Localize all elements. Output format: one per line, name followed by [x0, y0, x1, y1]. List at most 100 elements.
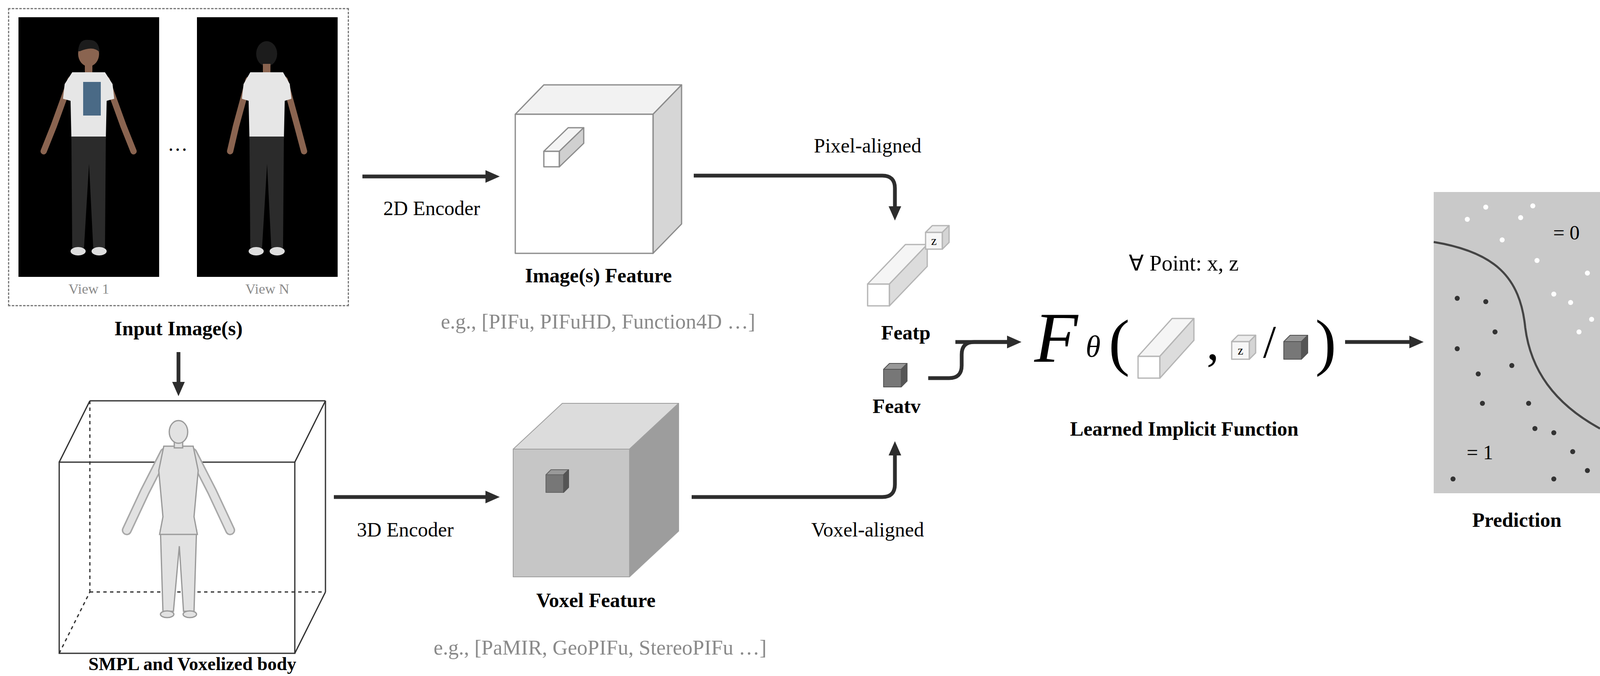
feature-vector-icon [867, 225, 950, 306]
feature-node: Featv [869, 359, 925, 418]
ellipsis: … [167, 133, 188, 155]
smpl-body [192, 452, 231, 530]
function-title: Learned Implicit Function [1070, 418, 1299, 439]
prediction-plot [1450, 295, 1590, 482]
voxel-grid-cube [59, 400, 326, 654]
view-photo [78, 39, 100, 53]
prediction-plot [1551, 291, 1557, 297]
prediction-plot [1551, 476, 1557, 482]
feature-name: Featv [872, 396, 921, 417]
prediction-plot [1483, 299, 1489, 305]
paren: ) [1315, 310, 1337, 374]
prediction-plot [1534, 257, 1540, 263]
example-methods: e.g., [PaMIR, GeoPIFu, StereoPIFu …] [433, 636, 767, 658]
prediction-plot [1568, 299, 1574, 305]
function-symbol: F [1034, 301, 1079, 374]
prediction-plot [1454, 295, 1460, 301]
edge-label: 3D Encoder [356, 519, 454, 540]
edge-label: Voxel-aligned [811, 519, 924, 540]
voxel-vector-icon [883, 369, 902, 387]
view-image: View 1 [18, 17, 160, 277]
slash: / [1263, 318, 1277, 365]
arrow-connector [928, 341, 1008, 378]
parameter-symbol: θ [1085, 331, 1101, 362]
view-photo [62, 72, 115, 139]
arrow-connector [693, 175, 895, 207]
panel-title: Input Image(s) [114, 318, 243, 339]
formula-icons [1283, 335, 1308, 360]
formula-icons [1283, 341, 1302, 360]
feature-cube-drawing [513, 403, 679, 577]
feature-cube-drawing [653, 84, 682, 254]
voxel-grid-cube [59, 591, 90, 654]
feature-cube-drawing [515, 84, 682, 254]
prediction-panel: = 0= 1Prediction [1433, 191, 1600, 494]
smpl-body [183, 610, 197, 618]
prediction-plot [1589, 316, 1595, 322]
voxel-grid-cube [59, 400, 90, 462]
voxel-grid-cube [325, 400, 327, 592]
voxel-grid-cube [89, 400, 326, 402]
smpl-body [192, 452, 231, 530]
prediction-plot [1499, 237, 1505, 243]
voxel-grid-cube [89, 400, 91, 592]
view-photo [230, 41, 305, 256]
latent-symbol: z [1237, 343, 1244, 357]
feature-vector-icon [942, 225, 950, 250]
prediction-plot [1464, 216, 1470, 222]
formula-icons [1159, 318, 1194, 378]
feature-cube-drawing [545, 474, 564, 493]
prediction-plot [1518, 215, 1524, 221]
query-note: ∀ Point: x, z [1128, 252, 1239, 275]
smpl-body [126, 420, 231, 618]
view-photo [196, 17, 338, 277]
view-photo [256, 41, 278, 67]
view-photo [196, 17, 338, 277]
prediction-plot [1584, 270, 1590, 276]
voxel-grid-cube [294, 400, 326, 462]
prediction-plot [1454, 346, 1460, 352]
arrow-connector [362, 174, 486, 179]
feature-cube-drawing [543, 151, 560, 167]
feature-vector-icon [889, 244, 928, 306]
prediction-plot [1492, 329, 1498, 335]
voxel-grid-cube [294, 591, 326, 654]
view-photo [91, 246, 107, 256]
view-photo [248, 246, 264, 256]
formula-icons [1138, 318, 1256, 378]
view-photo [71, 136, 106, 248]
prediction-plot [1509, 362, 1515, 368]
view-photo [18, 17, 160, 277]
feature-cube: Voxel Feature [513, 403, 679, 577]
edge-label: Pixel-aligned [813, 135, 922, 156]
feature-cube-drawing [559, 127, 584, 167]
cube-title: SMPL and Voxelized body [88, 654, 297, 674]
view-image: View N [196, 17, 338, 277]
prediction-plot [1526, 400, 1532, 406]
prediction-plot [1570, 448, 1576, 454]
formula-icons [1138, 356, 1160, 378]
latent-symbol: z [931, 234, 937, 247]
edge-label: 2D Encoder [383, 198, 481, 219]
panel-title: Prediction [1472, 509, 1562, 530]
smpl-body [126, 452, 165, 530]
smpl-body [126, 452, 165, 530]
cube-title: Voxel Feature [536, 590, 656, 611]
prediction-plot [1584, 467, 1590, 473]
view-caption: View 1 [68, 281, 110, 297]
view-photo [241, 72, 292, 139]
smpl-body [158, 445, 199, 535]
prediction-plot [1483, 204, 1489, 210]
prediction-plot [1551, 430, 1557, 436]
prediction-plot [1576, 329, 1582, 335]
formula-icons [1301, 335, 1308, 360]
formula-icons [1138, 318, 1308, 378]
view-photo [269, 246, 285, 256]
smpl-body [160, 610, 174, 618]
voxel-vector-icon [901, 363, 908, 387]
feature-cube-drawing [563, 469, 569, 493]
example-methods: e.g., [PIFu, PIFuHD, Function4D …] [440, 310, 756, 332]
view-photo [83, 81, 101, 116]
prediction-plot [1530, 203, 1536, 209]
